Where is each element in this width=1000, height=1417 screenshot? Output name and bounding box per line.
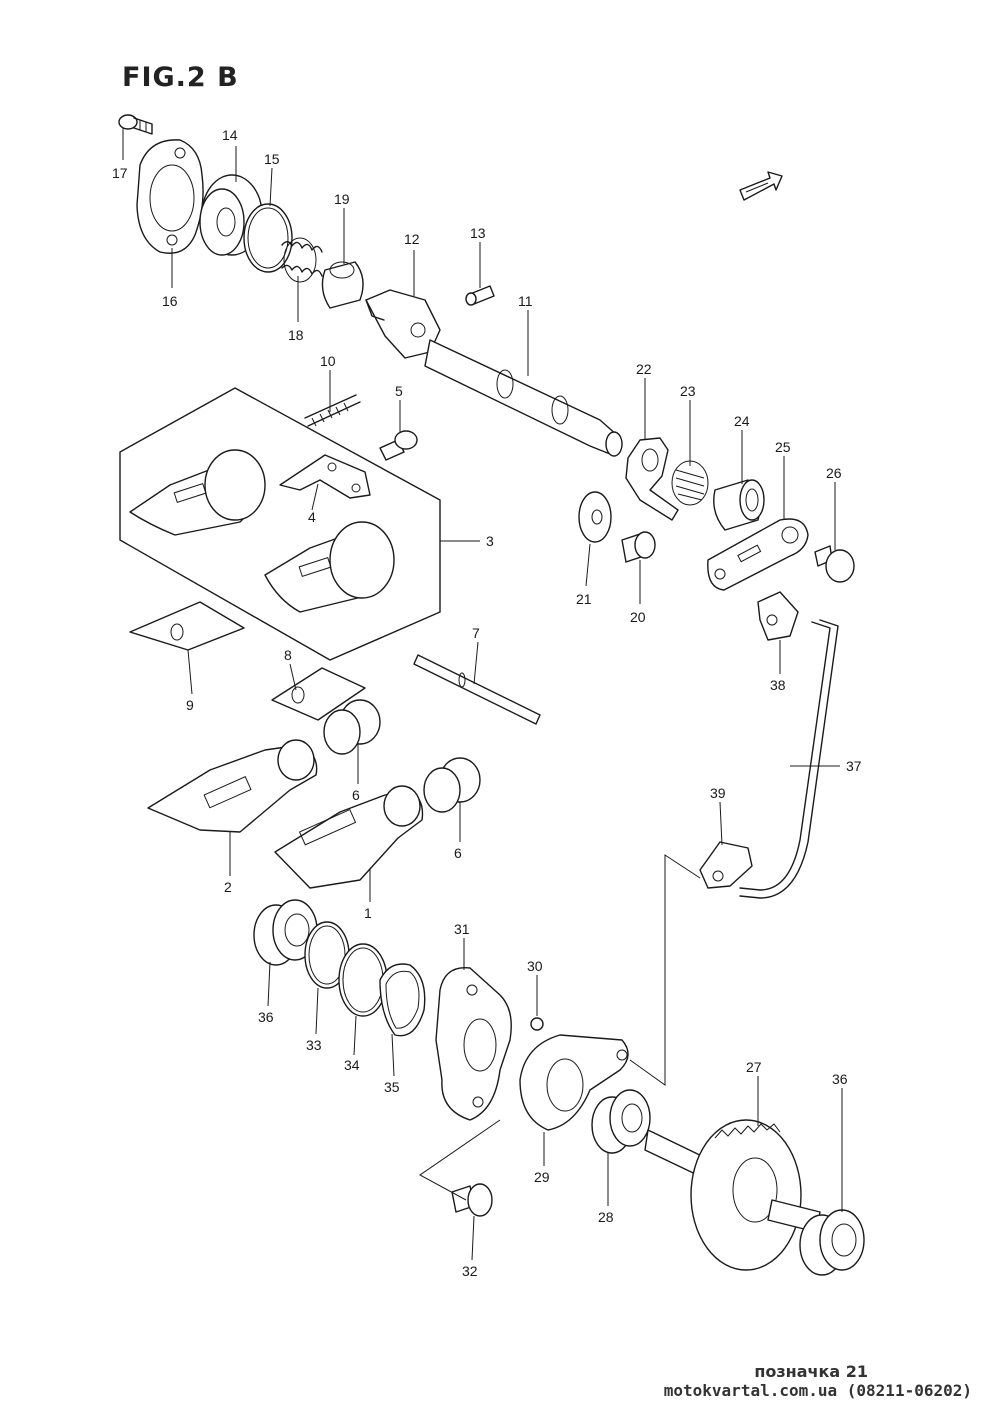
label-4: 4 bbox=[308, 509, 316, 525]
label-1: 1 bbox=[364, 905, 372, 921]
label-12: 12 bbox=[404, 231, 420, 247]
part-1-valve bbox=[274, 785, 424, 889]
label-31: 31 bbox=[454, 921, 470, 937]
part-17-bolt bbox=[118, 114, 153, 135]
part-37-rod bbox=[739, 619, 839, 899]
label-20: 20 bbox=[630, 609, 646, 625]
footer-site: motokvartal.com.ua (08211-06202) bbox=[663, 1381, 972, 1400]
part-6-collar-upper bbox=[323, 699, 381, 755]
part-29-cover bbox=[519, 1034, 629, 1131]
part-32-screw bbox=[451, 1183, 493, 1217]
part-24-collar bbox=[713, 479, 765, 531]
part-38-joint bbox=[757, 591, 799, 641]
label-5: 5 bbox=[395, 383, 403, 399]
part-31-plate bbox=[435, 966, 512, 1121]
label-30: 30 bbox=[527, 958, 543, 974]
label-2: 2 bbox=[224, 879, 232, 895]
label-6b: 6 bbox=[454, 845, 462, 861]
label-36a: 36 bbox=[258, 1009, 274, 1025]
part-23-spring bbox=[671, 460, 709, 506]
label-21: 21 bbox=[576, 591, 592, 607]
label-33: 33 bbox=[306, 1037, 322, 1053]
label-15: 15 bbox=[264, 151, 280, 167]
label-26: 26 bbox=[826, 465, 842, 481]
part-39-joint bbox=[699, 841, 753, 889]
label-11: 11 bbox=[518, 293, 533, 309]
label-34: 34 bbox=[344, 1057, 360, 1073]
part-11-shaft bbox=[424, 339, 623, 457]
part-20-screw bbox=[621, 531, 656, 563]
part-25-lever bbox=[707, 518, 809, 591]
label-10: 10 bbox=[320, 353, 336, 369]
leader-lines bbox=[122, 128, 843, 1261]
label-3: 3 bbox=[486, 533, 494, 549]
label-7: 7 bbox=[472, 625, 480, 641]
part-18-spring bbox=[281, 237, 323, 283]
part-labels: 17 14 15 19 12 13 16 18 11 10 5 22 23 24… bbox=[112, 127, 862, 1279]
part-27-gear bbox=[644, 1119, 821, 1271]
part-2-valve bbox=[147, 739, 318, 833]
front-direction-arrow-icon bbox=[739, 171, 783, 201]
part-30-ball bbox=[530, 1017, 544, 1031]
part-3-valve-kit bbox=[119, 387, 441, 661]
label-19: 19 bbox=[334, 191, 350, 207]
label-13: 13 bbox=[470, 225, 486, 241]
label-23: 23 bbox=[680, 383, 696, 399]
part-28-bearing bbox=[591, 1089, 651, 1154]
label-24: 24 bbox=[734, 413, 750, 429]
label-14: 14 bbox=[222, 127, 238, 143]
part-12-valve-holder bbox=[365, 289, 441, 359]
footer-label: позначка 21 bbox=[754, 1362, 868, 1381]
part-36-bearing-right bbox=[799, 1209, 865, 1276]
label-25: 25 bbox=[775, 439, 791, 455]
label-29: 29 bbox=[534, 1169, 550, 1185]
label-16: 16 bbox=[162, 293, 178, 309]
figure-title: FIG.2 B bbox=[122, 62, 239, 93]
part-5-bolt bbox=[379, 430, 418, 461]
label-35: 35 bbox=[384, 1079, 400, 1095]
part-35-gasket bbox=[379, 963, 426, 1037]
part-26-bolt bbox=[814, 545, 855, 583]
label-39: 39 bbox=[710, 785, 726, 801]
part-16-gasket bbox=[136, 139, 204, 254]
label-6a: 6 bbox=[352, 787, 360, 803]
label-27: 27 bbox=[746, 1059, 762, 1075]
part-13-screw bbox=[465, 285, 495, 306]
part-7-pin bbox=[413, 654, 541, 725]
label-36b: 36 bbox=[832, 1071, 848, 1087]
label-18: 18 bbox=[288, 327, 304, 343]
part-22-bracket bbox=[625, 437, 679, 521]
part-10-spring bbox=[304, 394, 361, 427]
label-28: 28 bbox=[598, 1209, 614, 1225]
label-32: 32 bbox=[462, 1263, 478, 1279]
label-9: 9 bbox=[186, 697, 194, 713]
part-6-collar-lower bbox=[423, 757, 481, 813]
label-8: 8 bbox=[284, 647, 292, 663]
part-15-o-ring bbox=[243, 203, 293, 273]
part-19-bushing bbox=[321, 261, 364, 309]
part-21-washer bbox=[578, 491, 612, 543]
label-17: 17 bbox=[112, 165, 128, 181]
part-9-plate bbox=[129, 601, 245, 651]
label-22: 22 bbox=[636, 361, 652, 377]
label-38: 38 bbox=[770, 677, 786, 693]
label-37: 37 bbox=[846, 758, 862, 774]
part-8-plate bbox=[271, 667, 366, 721]
